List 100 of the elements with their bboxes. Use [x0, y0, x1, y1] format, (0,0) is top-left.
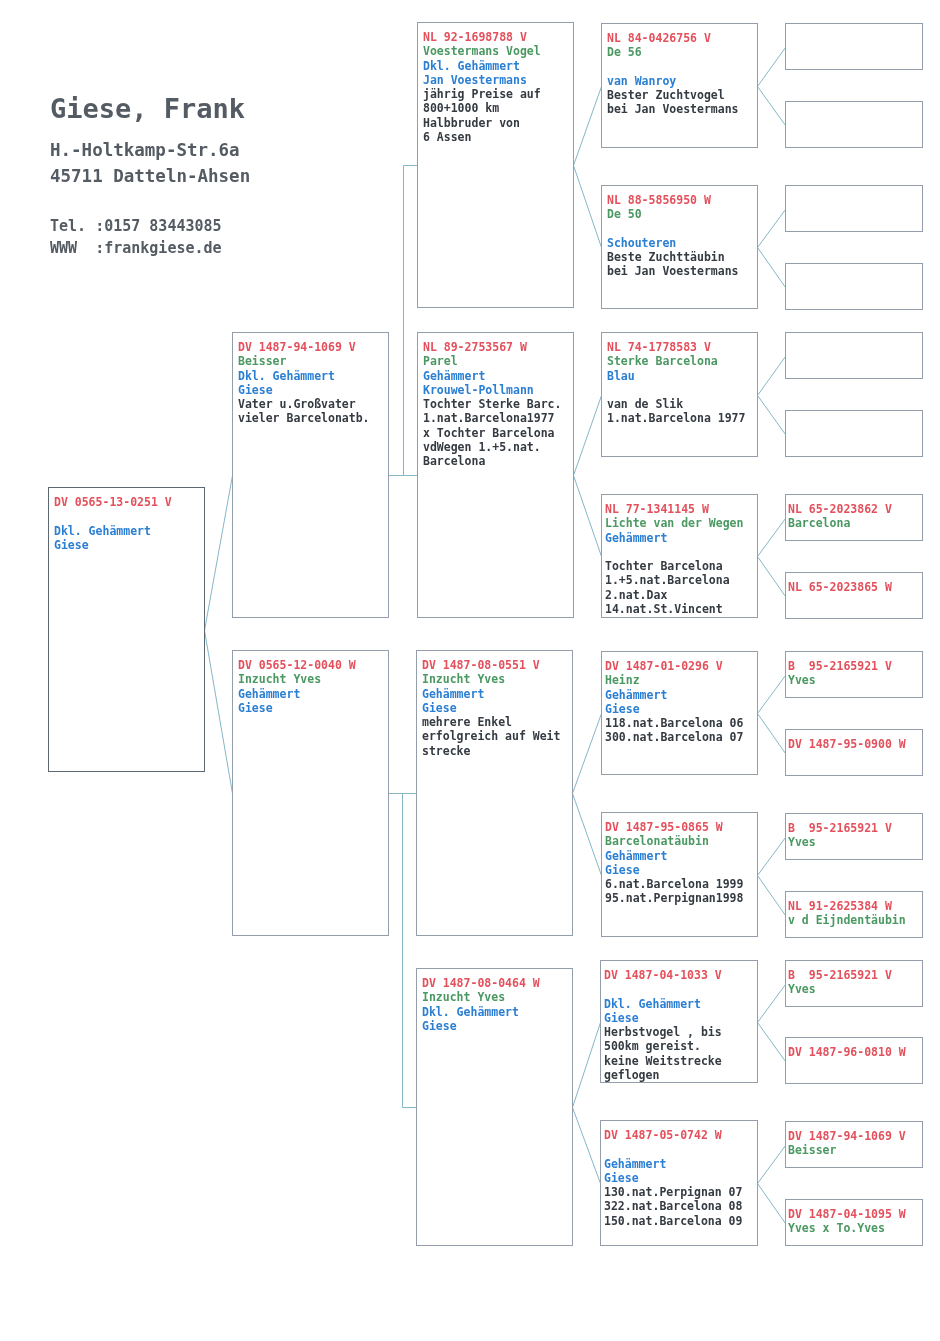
contact-text: WWW :frankgiese.de — [50, 238, 222, 259]
connector-line — [757, 1022, 786, 1062]
ring-number: B 95-2165921 V — [788, 821, 892, 836]
note-text: van de Slik — [607, 397, 684, 412]
empty-card — [785, 23, 923, 70]
connector-line — [757, 1183, 786, 1224]
connector-line — [757, 518, 786, 557]
pigeon-name: Heinz — [605, 673, 640, 688]
pigeon-detail: Jan Voestermans — [423, 72, 527, 88]
contact-text: Tel. :0157 83443085 — [50, 216, 222, 237]
pigeon-detail: Giese — [54, 537, 89, 553]
connector-line — [757, 675, 786, 714]
pigeon-detail: Giese — [604, 1170, 639, 1186]
connector-line — [757, 713, 786, 754]
note-text: 118.nat.Barcelona 06 — [605, 716, 744, 731]
pigeon-name: De 56 — [607, 45, 642, 60]
ring-number: B 95-2165921 V — [788, 659, 892, 674]
ring-number: NL 65-2023865 W — [788, 580, 892, 595]
connector-line — [757, 86, 786, 126]
ring-number: DV 1487-96-0810 W — [788, 1045, 906, 1060]
pigeon-name: Voestermans Vogel — [423, 44, 541, 59]
ring-number: DV 1487-04-1095 W — [788, 1207, 906, 1222]
note-text: Tochter Sterke Barc. — [423, 397, 562, 412]
ring-number: NL 84-0426756 V — [607, 31, 711, 46]
pigeon-name: Inzucht Yves — [238, 672, 322, 687]
connector-line — [572, 713, 602, 794]
ring-number: NL 74-1778583 V — [607, 340, 711, 355]
pedigree-card — [785, 891, 923, 938]
connector-line — [572, 793, 602, 876]
note-text: keine Weitstrecke — [604, 1053, 722, 1069]
note-text: 500km gereist. — [604, 1039, 701, 1054]
pedigree-card — [601, 812, 758, 937]
pedigree-card — [785, 1037, 923, 1084]
ring-number: DV 1487-94-1069 V — [788, 1129, 906, 1144]
pigeon-name: Parel — [423, 354, 458, 369]
connector-line — [757, 984, 786, 1023]
connector-line — [572, 1022, 601, 1108]
ring-number: DV 0565-12-0040 W — [238, 658, 356, 673]
pedigree-card — [601, 494, 758, 618]
pigeon-detail: Giese — [422, 1018, 457, 1034]
connector-line — [204, 475, 233, 631]
connector-line — [204, 630, 233, 794]
pigeon-detail: Krouwel-Pollmann — [423, 382, 534, 398]
note-text: 130.nat.Perpignan 07 — [604, 1185, 743, 1200]
pigeon-name: Yves — [788, 982, 816, 997]
pedigree-card — [785, 960, 923, 1007]
pigeon-name: Barcelona — [788, 516, 851, 531]
pigeon-name: Yves — [788, 673, 816, 688]
pedigree-card — [601, 23, 758, 148]
pedigree-card — [600, 1120, 758, 1246]
connector-line — [388, 793, 417, 1108]
empty-card — [785, 101, 923, 148]
connector-line — [757, 209, 786, 248]
connector-line — [757, 875, 786, 916]
note-text: 95.nat.Perpignan1998 — [605, 891, 744, 906]
pigeon-name: Inzucht Yves — [422, 672, 506, 687]
note-text: Vater u.Großvater — [238, 397, 356, 412]
pigeon-name: Barcelonatäubin — [605, 834, 709, 849]
pigeon-detail: Giese — [604, 1010, 639, 1026]
empty-card — [785, 185, 923, 232]
connector-line — [757, 356, 786, 396]
ring-number: DV 1487-95-0865 W — [605, 820, 723, 835]
connector-line — [573, 165, 602, 248]
ring-number: NL 91-2625384 W — [788, 899, 892, 914]
note-text: Beste Zuchttäubin — [607, 250, 725, 265]
pedigree-card — [785, 494, 923, 541]
note-text: geflogen — [604, 1068, 660, 1083]
ring-number: NL 89-2753567 W — [423, 340, 527, 355]
pigeon-detail: Gehämmert — [422, 686, 485, 701]
pigeon-detail: Gehämmert — [238, 686, 301, 701]
pigeon-detail: Dkl. Gehämmert — [238, 368, 335, 383]
pigeon-detail: Giese — [605, 862, 640, 878]
address-text: 45711 Datteln-Ahsen — [50, 165, 251, 188]
pigeon-detail: Dkl. Gehämmert — [422, 1004, 519, 1019]
note-text: bei Jan Voestermans — [607, 264, 739, 279]
empty-card — [785, 410, 923, 457]
connector-line — [757, 247, 786, 288]
note-text: 300.nat.Barcelona 07 — [605, 730, 744, 745]
note-text: Bester Zuchtvogel — [607, 88, 725, 103]
owner-name: Giese, Frank — [50, 92, 246, 126]
pigeon-detail: Gehämmert — [604, 1156, 667, 1171]
address-text: H.-Holtkamp-Str.6a — [50, 139, 240, 162]
pedigree-card — [785, 651, 923, 698]
note-text: strecke — [422, 743, 471, 759]
pigeon-detail: Gehämmert — [605, 848, 668, 863]
pigeon-detail: van Wanroy — [607, 73, 677, 89]
note-text: Herbstvogel , bis — [604, 1025, 722, 1040]
pigeon-detail: Dkl. Gehämmert — [54, 523, 151, 538]
note-text: 322.nat.Barcelona 08 — [604, 1199, 743, 1214]
note-text: 14.nat.St.Vincent — [605, 602, 723, 617]
connector-line — [757, 47, 786, 87]
pedigree-card — [785, 813, 923, 860]
pigeon-detail: Giese — [422, 700, 457, 716]
pedigree-card — [785, 1199, 923, 1246]
connector-line — [573, 86, 602, 166]
note-text: 2.nat.Dax — [605, 587, 668, 603]
note-text: Tochter Barcelona — [605, 559, 723, 574]
pigeon-name: Beisser — [788, 1143, 837, 1158]
connector-line — [757, 395, 786, 435]
note-text: 150.nat.Barcelona 09 — [604, 1213, 743, 1229]
